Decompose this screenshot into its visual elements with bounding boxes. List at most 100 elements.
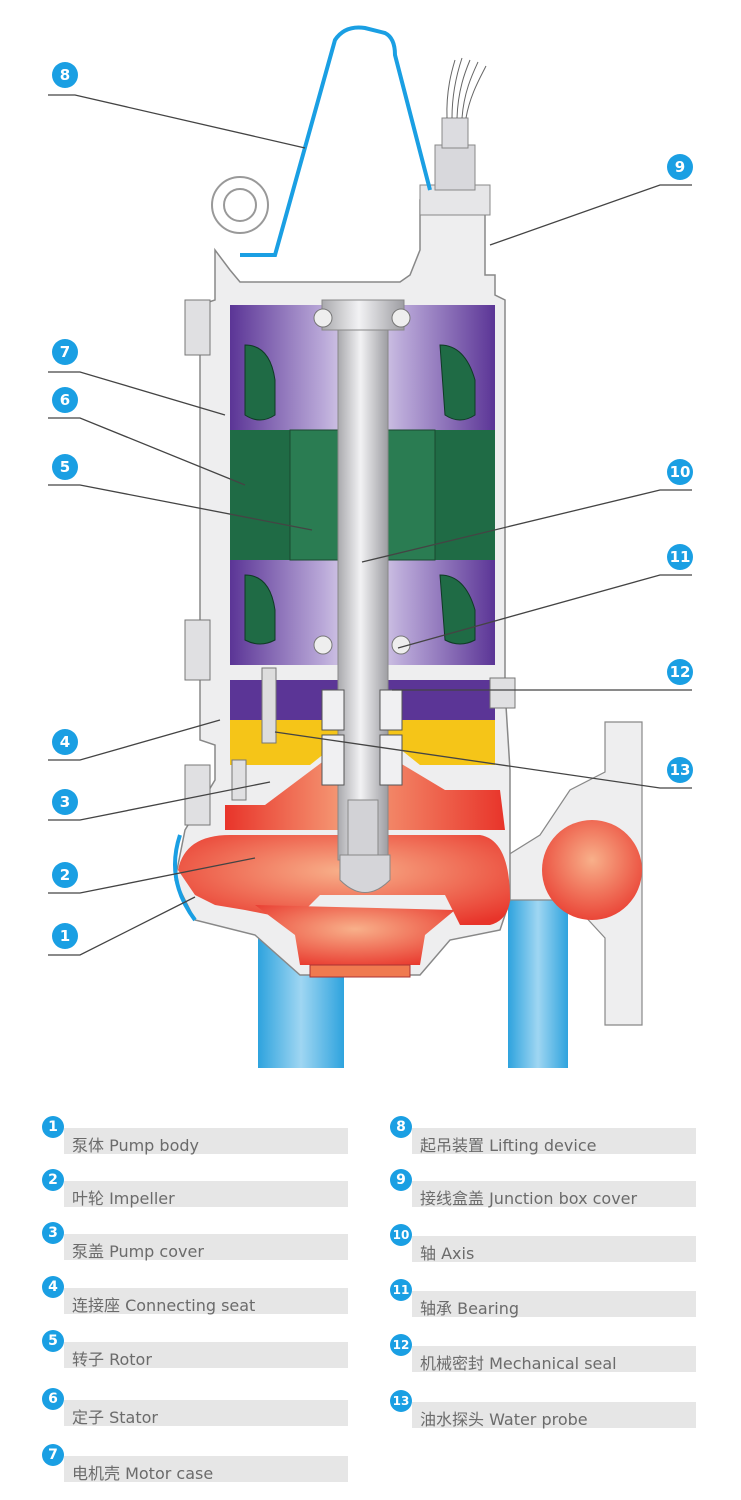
legend-number-badge: 2 <box>42 1169 64 1191</box>
legend-label: 轴 Axis <box>420 1244 475 1263</box>
legend-label: 定子 Stator <box>72 1408 158 1427</box>
legend-label: 接线盒盖 Junction box cover <box>420 1189 638 1208</box>
legend-number-badge: 7 <box>42 1444 64 1466</box>
callout-badge-5: 5 <box>52 454 78 480</box>
lifting-eye-inner <box>223 188 257 222</box>
legend-number-badge: 4 <box>42 1276 64 1298</box>
legend-item-1: 1 泵体 Pump body <box>42 1116 348 1155</box>
legend-item-9: 9 接线盒盖 Junction box cover <box>390 1169 696 1208</box>
legend-item-3: 3 泵盖 Pump cover <box>42 1222 348 1261</box>
callout-badge-11: 11 <box>667 544 693 570</box>
leader-lines <box>48 94 692 956</box>
impeller-nut <box>339 854 391 893</box>
legend-number-badge: 10 <box>390 1224 412 1246</box>
callout-number: 3 <box>60 793 70 811</box>
legend-label: 轴承 Bearing <box>420 1299 520 1318</box>
legend-number-badge: 11 <box>390 1279 412 1301</box>
legend-item-7: 7 电机壳 Motor case <box>42 1444 348 1483</box>
callout-number: 4 <box>60 733 70 751</box>
legend-bar <box>64 1288 348 1314</box>
legend-number-badge: 9 <box>390 1169 412 1191</box>
callout-number: 10 <box>670 463 691 481</box>
legend-item-13: 13 油水探头 Water probe <box>390 1390 696 1429</box>
callout-number: 1 <box>60 927 70 945</box>
legend-label: 转子 Rotor <box>72 1350 152 1369</box>
legend-bar <box>64 1128 348 1154</box>
volute-outline <box>173 834 197 922</box>
legend-number-badge: 1 <box>42 1116 64 1138</box>
legend-bar <box>412 1128 696 1154</box>
mechanical-seal <box>321 689 403 786</box>
legend-bar <box>64 1181 348 1207</box>
callout-badge-4: 4 <box>52 729 78 755</box>
inlet-ring <box>309 964 411 978</box>
stator-left <box>230 430 290 560</box>
shaft-top-cap <box>321 299 405 331</box>
callout-number: 11 <box>670 548 691 566</box>
cable-gland <box>434 144 476 191</box>
callout-badge-1: 1 <box>52 923 78 949</box>
legend-number-badge: 5 <box>42 1330 64 1352</box>
legend-bar <box>64 1456 348 1482</box>
callout-number: 9 <box>675 158 685 176</box>
legend-label: 连接座 Connecting seat <box>72 1296 256 1315</box>
callout-number: 13 <box>670 761 691 779</box>
callout-badge-3: 3 <box>52 789 78 815</box>
legend-bar <box>412 1291 696 1317</box>
callout-number: 7 <box>60 343 70 361</box>
legend-label: 叶轮 Impeller <box>72 1189 175 1208</box>
legend-bar <box>412 1402 696 1428</box>
callout-badge-2: 2 <box>52 862 78 888</box>
legend-number-badge: 8 <box>390 1116 412 1138</box>
legend-item-5: 5 转子 Rotor <box>42 1330 348 1369</box>
legend-label: 泵盖 Pump cover <box>72 1242 204 1261</box>
pump-body-base <box>255 905 455 965</box>
water-outlet <box>508 900 568 1068</box>
callout-number: 5 <box>60 458 70 476</box>
legend-number-badge: 12 <box>390 1334 412 1356</box>
legend-label: 电机壳 Motor case <box>72 1464 214 1483</box>
legend-number-badge: 6 <box>42 1388 64 1410</box>
stator-windings <box>244 344 476 645</box>
cable-wires <box>446 57 487 119</box>
callout-badge-7: 7 <box>52 339 78 365</box>
legend-bar <box>64 1400 348 1426</box>
legend-item-8: 8 起吊装置 Lifting device <box>390 1116 696 1155</box>
callout-badge-13: 13 <box>667 757 693 783</box>
callout-badge-6: 6 <box>52 387 78 413</box>
legend-bar <box>412 1181 696 1207</box>
legend-bar <box>412 1346 696 1372</box>
lifting-handle <box>240 25 432 257</box>
shaft-nut-upper <box>347 799 379 856</box>
legend-bar <box>412 1236 696 1262</box>
legend-number-badge: 13 <box>390 1390 412 1412</box>
legend-label: 油水探头 Water probe <box>420 1410 588 1429</box>
legend-bar <box>64 1234 348 1260</box>
callout-number: 8 <box>60 66 70 84</box>
callout-badge-8: 8 <box>52 62 78 88</box>
legend-item-2: 2 叶轮 Impeller <box>42 1169 348 1208</box>
stator-right <box>435 430 495 560</box>
water-probe <box>261 667 277 744</box>
callout-number: 12 <box>670 663 691 681</box>
outlet-volute-channel <box>542 820 642 920</box>
legend-item-4: 4 连接座 Connecting seat <box>42 1276 348 1315</box>
legend-label: 起吊装置 Lifting device <box>420 1136 597 1155</box>
legend-item-11: 11 轴承 Bearing <box>390 1279 696 1318</box>
lifting-eye <box>211 176 269 234</box>
legend-label: 机械密封 Mechanical seal <box>420 1354 617 1373</box>
legend-bar <box>64 1342 348 1368</box>
bearings <box>313 308 411 655</box>
callout-badge-9: 9 <box>667 154 693 180</box>
side-bolts <box>184 299 516 826</box>
legend-item-6: 6 定子 Stator <box>42 1388 348 1427</box>
callout-number: 2 <box>60 866 70 884</box>
callout-badge-12: 12 <box>667 659 693 685</box>
legend-item-10: 10 轴 Axis <box>390 1224 696 1263</box>
callout-badge-10: 10 <box>667 459 693 485</box>
cable-gland-top <box>441 117 469 149</box>
pump-cross-section-diagram: 8 7 6 5 4 3 2 1 9 10 11 12 13 <box>48 25 693 1068</box>
legend-item-12: 12 机械密封 Mechanical seal <box>390 1334 696 1373</box>
legend-number-badge: 3 <box>42 1222 64 1244</box>
callout-number: 6 <box>60 391 70 409</box>
